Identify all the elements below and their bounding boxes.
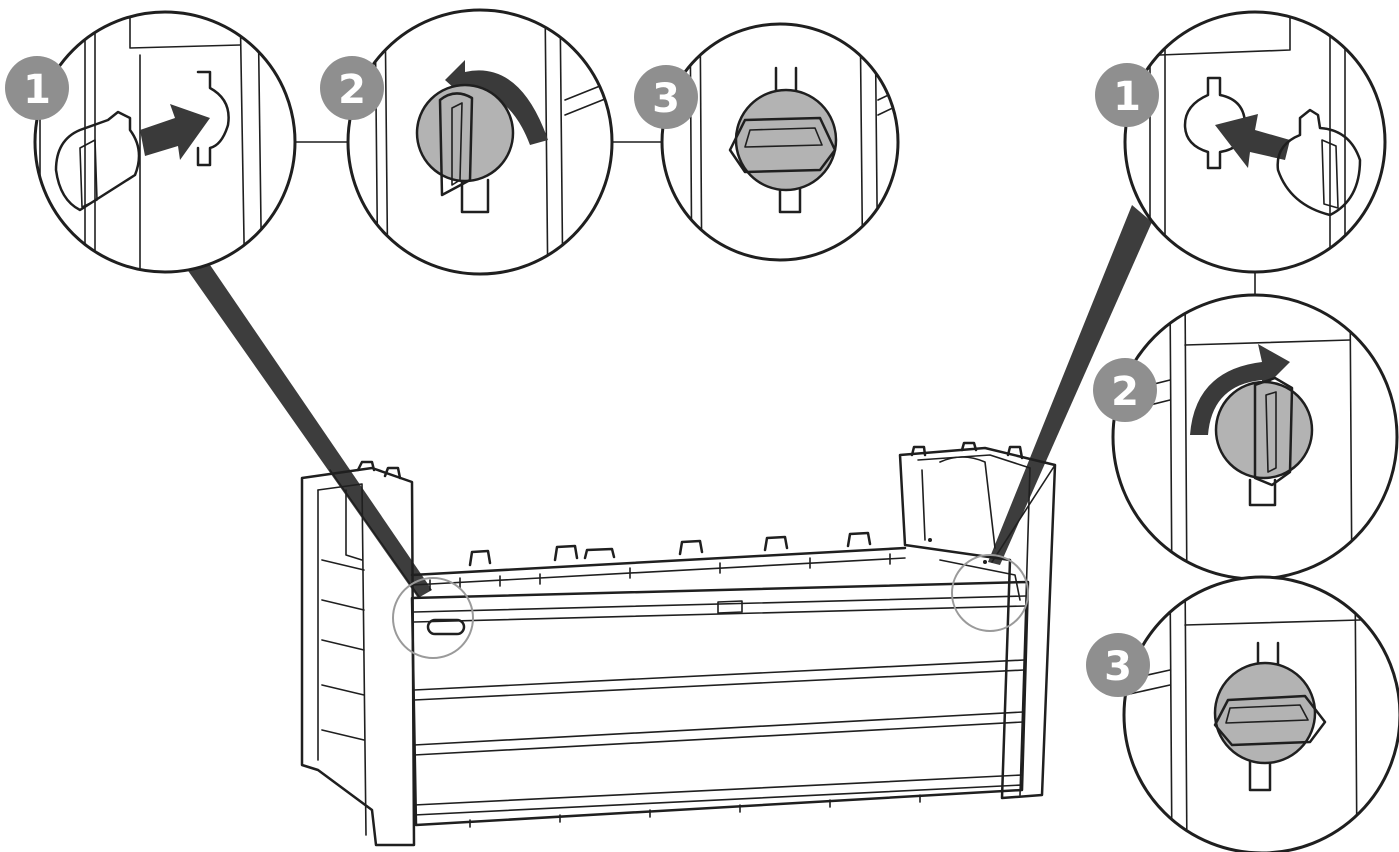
badge-number: 1 [1113,74,1141,120]
badge-number: 3 [1104,644,1132,690]
right-step-3-zoom [1124,570,1399,852]
right-step-3-badge: 3 [1086,633,1150,697]
left-detail-marker [393,578,473,658]
left-step-2-badge: 2 [320,56,384,120]
right-step-1-badge: 1 [1095,63,1159,127]
left-step-3-zoom [662,0,920,300]
badge-number: 3 [652,76,680,122]
left-step-1-zoom [35,0,295,300]
right-step-2-badge: 2 [1093,358,1157,422]
storage-bench [302,443,1055,845]
badge-number: 2 [1111,369,1139,415]
left-step-1-badge: 1 [5,56,69,120]
zoom-pointers [184,205,1152,598]
right-step-1-zoom [1125,0,1385,300]
left-step-3-badge: 3 [634,65,698,129]
right-detail-marker [952,555,1028,631]
right-step-2-zoom [1113,290,1397,600]
badge-number: 2 [338,67,366,113]
left-step-2-zoom [348,0,640,300]
left-zoom-pointer [184,262,432,598]
badge-number: 1 [23,67,51,113]
